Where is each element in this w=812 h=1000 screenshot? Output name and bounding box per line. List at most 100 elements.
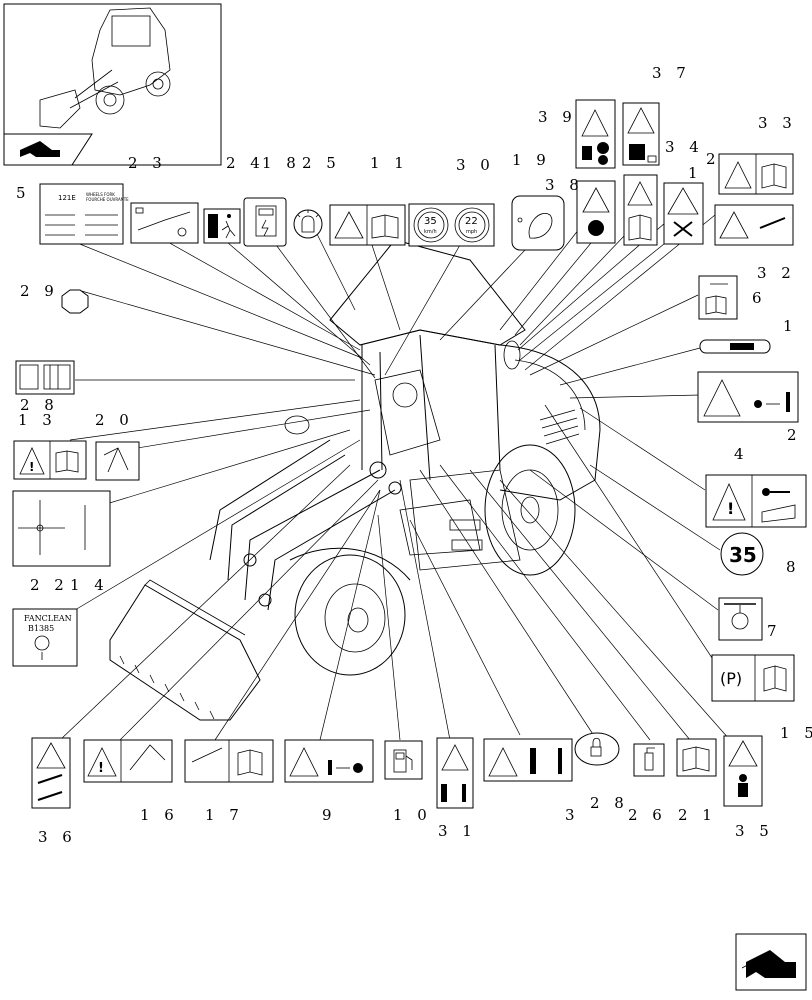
decal-37-battery[interactable] [622, 102, 660, 166]
callout-22: 2 2 [30, 576, 69, 594]
callout-7: 7 [767, 622, 782, 640]
decal-32-hot-surface[interactable] [714, 204, 794, 246]
callout-9: 9 [322, 806, 337, 824]
inset-arrow-icon [20, 141, 60, 157]
decal-14-controls-pattern[interactable] [12, 490, 111, 567]
wheel-loader-drawing [109, 239, 601, 721]
callout-5: 5 [16, 184, 31, 202]
decal-10-fuel[interactable] [384, 740, 423, 780]
decal-17-bucket-manual[interactable] [184, 739, 274, 783]
fuel-pump-icon [393, 749, 413, 773]
decal-6-manual-service[interactable] [698, 275, 738, 320]
callout-35: 3 5 [735, 822, 774, 840]
callout-4: 4 [734, 445, 749, 463]
callout-8: 8 [786, 558, 801, 576]
decal-21-manual[interactable] [676, 738, 717, 777]
decal-28-panel[interactable] [15, 360, 75, 395]
decal-28-lock[interactable] [574, 732, 620, 766]
decal-33-warning-manual[interactable] [718, 153, 794, 195]
svg-text:!: ! [29, 460, 34, 474]
decal-39-crush-hazard[interactable] [575, 99, 616, 169]
callout-33: 3 3 [758, 114, 797, 132]
callout-1: 1 [783, 317, 798, 335]
callout-16: 1 6 [140, 806, 179, 824]
decal-26-extinguisher[interactable] [633, 743, 665, 777]
callout-2-top: 2 [706, 150, 721, 168]
decal-2-engine-hazard[interactable] [697, 371, 799, 423]
decal-7-lift-point[interactable] [718, 597, 763, 641]
decal-11-warning-manual[interactable] [329, 204, 406, 246]
decal-35-person-hazard[interactable] [723, 735, 763, 807]
decal-31-distance[interactable] [436, 737, 474, 809]
callout-26: 2 6 [628, 806, 667, 824]
callout-10: 1 0 [393, 806, 432, 824]
inset-thumbnail[interactable] [3, 3, 222, 166]
callout-34: 3 4 [665, 138, 704, 156]
callout-15: 1 5 [780, 724, 812, 742]
callout-37: 3 7 [652, 64, 691, 82]
callout-30: 3 0 [456, 156, 495, 174]
decal-12-fire-hazard[interactable] [663, 182, 704, 245]
callout-2: 2 [787, 426, 802, 444]
callout-6: 6 [752, 289, 767, 307]
decal-22-fanclean[interactable]: FANCLEAN B1385 [12, 608, 78, 667]
decal-5-load-chart[interactable]: 121E WHEELS FORK FOURCHE OUVRANTE [39, 183, 129, 245]
callout-28-right: 2 8 [590, 794, 629, 812]
svg-text:22: 22 [465, 216, 478, 227]
decal-29-octagon[interactable] [61, 289, 89, 314]
decal-8-speed-limit[interactable]: 35 [720, 532, 764, 576]
parking-icon: (P) [720, 669, 742, 688]
svg-text:FANCLEAN: FANCLEAN [24, 614, 72, 623]
book-icon [371, 214, 399, 239]
decal-13-warning-manual[interactable]: ! [13, 440, 87, 480]
decal-25-beacon[interactable] [293, 209, 323, 239]
exit-icon [221, 214, 236, 239]
decal-30-speed[interactable]: 35 km/h 22 mph [408, 203, 495, 247]
callout-25: 2 5 [302, 154, 341, 172]
callout-21: 2 1 [678, 806, 717, 824]
callout-1-top: 1 [688, 164, 703, 182]
warning-triangle-icon [334, 211, 364, 239]
callout-13: 1 3 [18, 411, 57, 429]
callout-18: 1 8 [262, 154, 301, 172]
decal-15-parking[interactable]: (P) [711, 654, 795, 702]
fuse-icon [255, 205, 277, 237]
decal-36-arm-hazard[interactable] [31, 737, 71, 809]
decal-16-warning-boom[interactable]: ! [83, 739, 173, 783]
decal-23-bucket-pivot[interactable] [130, 202, 199, 244]
callout-28-left: 2 8 [20, 396, 59, 414]
decal-20-control-arrows[interactable] [95, 441, 140, 481]
decal-18-fuse[interactable] [243, 197, 287, 247]
decal-34-hood-warning[interactable] [623, 174, 658, 246]
callout-23: 2 3 [128, 154, 167, 172]
decal-4-warning-key[interactable]: ! [705, 474, 807, 528]
decal-19-control-pattern[interactable] [511, 195, 565, 251]
decal-38-fan-hazard[interactable] [576, 180, 616, 244]
callout-14: 1 4 [70, 576, 109, 594]
decal-1-brand-plate[interactable] [699, 339, 771, 354]
svg-text:35: 35 [424, 216, 437, 227]
decal-3-crush-distance[interactable] [483, 738, 573, 782]
callout-17: 1 7 [205, 806, 244, 824]
svg-text:mph: mph [466, 229, 477, 235]
beacon-icon [297, 210, 319, 233]
callout-11: 1 1 [370, 154, 409, 172]
svg-text:B1385: B1385 [28, 624, 54, 633]
svg-text:35: 35 [729, 543, 757, 567]
nav-arrow-icon[interactable] [735, 933, 807, 991]
svg-text:!: ! [727, 499, 734, 518]
callout-39: 3 9 [538, 108, 577, 126]
svg-text:FOURCHE OUVRANTE: FOURCHE OUVRANTE [86, 197, 129, 202]
callout-24: 2 4 [226, 154, 265, 172]
decal-9-crush-distance[interactable] [284, 739, 374, 783]
callout-3: 3 [565, 806, 580, 824]
svg-text:km/h: km/h [424, 229, 437, 235]
key-icon [762, 488, 790, 496]
decal-24-exit[interactable] [203, 208, 241, 244]
inset-loader-sketch [39, 7, 171, 129]
callout-31: 3 1 [438, 822, 477, 840]
leader-lines [44, 209, 731, 746]
callout-36: 3 6 [38, 828, 77, 846]
callout-19: 1 9 [512, 151, 551, 169]
